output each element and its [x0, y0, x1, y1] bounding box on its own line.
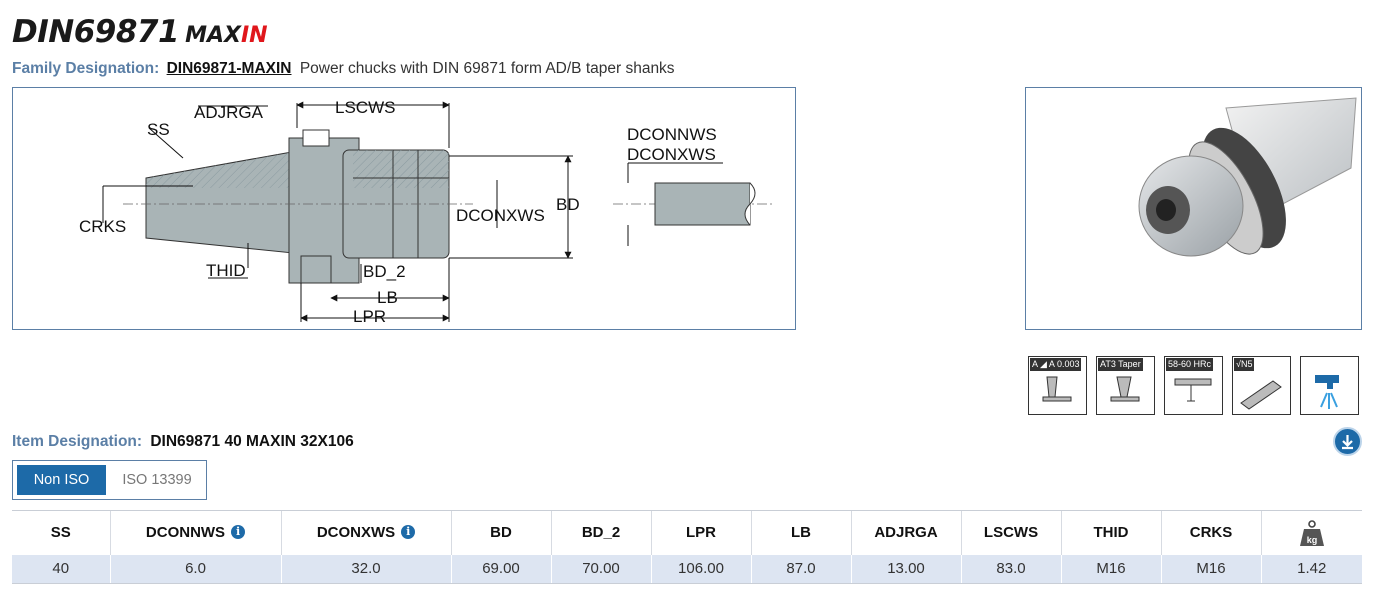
label-crks: CRKS [79, 217, 126, 236]
label-lpr: LPR [353, 307, 386, 326]
brand-max: MAX [185, 23, 241, 48]
label-thid: THID [206, 261, 246, 280]
label-ss: SS [147, 120, 170, 139]
download-button[interactable] [1333, 427, 1362, 456]
header-crks: CRKS [1160, 510, 1261, 555]
spec-icon-row: A ◢ A 0.003 AT3 Taper 58-60 HRc √N5 [1028, 356, 1362, 415]
weight-icon: kg [1299, 519, 1324, 546]
runout-tag: A ◢ A 0.003 [1030, 358, 1082, 371]
cell-adjrga: 13.00 [850, 554, 961, 584]
header-lb: LB [750, 510, 851, 555]
cell-lscws: 83.0 [960, 554, 1061, 584]
item-value: DIN69871 40 MAXIN 32X106 [150, 433, 354, 450]
label-lscws: LSCWS [335, 98, 395, 117]
header-thid: THID [1060, 510, 1161, 555]
hardness-tag: 58-60 HRc [1166, 358, 1214, 371]
taper-tag: AT3 Taper [1098, 358, 1143, 371]
technical-drawing: ADJRGA LSCWS SS CRKS THID DCONXWS BD BD_… [12, 87, 796, 330]
header-bd: BD [450, 510, 551, 555]
info-icon[interactable]: i [401, 525, 416, 540]
table-row: 40 6.0 32.0 69.00 70.00 106.00 87.0 13.0… [12, 554, 1362, 584]
label-dconnws: DCONNWS [627, 125, 717, 144]
family-designation: Family Designation: DIN69871-MAXIN Power… [12, 60, 675, 78]
label-adjrga: ADJRGA [194, 103, 264, 122]
header-ss: SS [12, 510, 110, 555]
label-bd2: BD_2 [363, 262, 406, 281]
label-dconxws: DCONXWS [456, 206, 545, 225]
cell-crks: M16 [1160, 554, 1261, 584]
item-designation: Item Designation: DIN69871 40 MAXIN 32X1… [12, 433, 354, 451]
label-lb: LB [377, 288, 398, 307]
family-label: Family Designation: [12, 60, 160, 77]
header-lpr: LPR [650, 510, 751, 555]
brand-in: IN [240, 23, 268, 48]
cell-weight: 1.42 [1260, 554, 1362, 584]
finish-tag: √N5 [1234, 358, 1255, 371]
taper-icon: AT3 Taper [1096, 356, 1155, 415]
cell-ss: 40 [12, 554, 110, 584]
cell-dconxws: 32.0 [280, 554, 451, 584]
download-icon [1342, 435, 1353, 450]
header-lscws: LSCWS [960, 510, 1061, 555]
header-adjrga: ADJRGA [850, 510, 961, 555]
iso-13399-button[interactable]: ISO 13399 [122, 472, 192, 488]
hardness-icon: 58-60 HRc [1164, 356, 1223, 415]
header-bd2: BD_2 [550, 510, 651, 555]
cell-thid: M16 [1060, 554, 1161, 584]
cell-lpr: 106.00 [650, 554, 751, 584]
surface-finish-icon: √N5 [1232, 356, 1291, 415]
item-label: Item Designation: [12, 433, 143, 450]
cell-bd2: 70.00 [550, 554, 651, 584]
cell-lb: 87.0 [750, 554, 851, 584]
runout-icon: A ◢ A 0.003 [1028, 356, 1087, 415]
label-dconxws-shank: DCONXWS [627, 145, 716, 164]
header-weight: kg [1260, 510, 1362, 555]
cell-dconnws: 6.0 [109, 554, 281, 584]
cell-bd: 69.00 [450, 554, 551, 584]
non-iso-button[interactable]: Non ISO [17, 465, 106, 495]
product-photo-svg [1138, 97, 1357, 257]
family-link[interactable]: DIN69871-MAXIN [166, 60, 292, 77]
weight-unit: kg [1306, 535, 1317, 545]
coolant-icon [1300, 356, 1359, 415]
shank-section [654, 182, 751, 226]
product-photo [1025, 87, 1362, 330]
family-description: Power chucks with DIN 69871 form AD/B ta… [299, 60, 675, 77]
drawing-svg: ADJRGA LSCWS SS CRKS THID DCONXWS BD BD_… [79, 98, 773, 326]
info-icon[interactable]: i [231, 525, 246, 540]
label-bd: BD [556, 195, 580, 214]
standard-toggle: Non ISO ISO 13399 [12, 460, 207, 500]
brand-main: DIN69871 [12, 14, 180, 50]
